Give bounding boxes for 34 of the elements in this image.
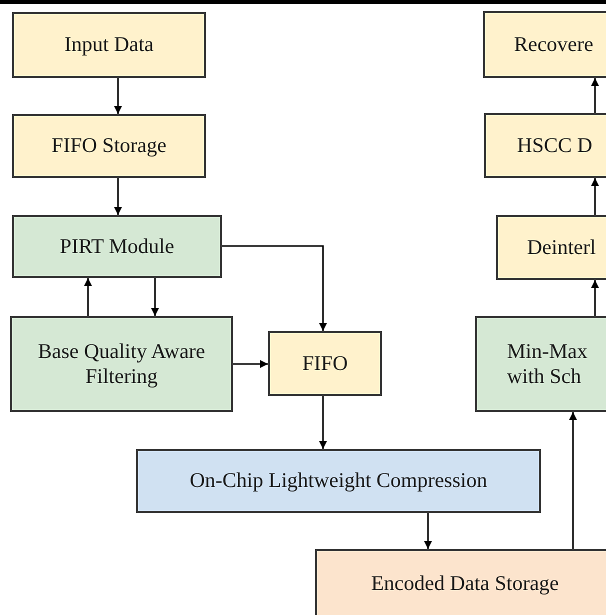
arrow	[569, 412, 577, 549]
process-box	[12, 114, 206, 178]
arrow	[114, 178, 122, 215]
arrow	[114, 78, 122, 114]
box-label: FIFO Storage	[52, 133, 166, 159]
box-label: HSCC D	[517, 132, 592, 158]
arrow	[151, 278, 159, 316]
arrow	[591, 178, 599, 215]
arrow	[319, 396, 327, 449]
process-box	[484, 113, 606, 178]
process-box	[475, 316, 606, 412]
arrow	[222, 245, 327, 331]
process-box	[12, 12, 206, 78]
process-box	[315, 549, 606, 615]
arrow	[591, 280, 599, 316]
arrow	[84, 278, 92, 316]
process-box	[136, 449, 541, 513]
box-label: PIRT Module	[60, 234, 174, 260]
process-box	[496, 215, 606, 280]
box-label: Deinterl	[527, 234, 596, 260]
process-box	[483, 11, 606, 78]
box-label: FIFO	[302, 350, 348, 376]
arrow	[424, 513, 432, 549]
box-label: On-Chip Lightweight Compression	[190, 468, 488, 494]
process-box	[12, 215, 222, 278]
box-label: Min-Max with Sch	[507, 338, 588, 390]
arrow	[591, 78, 599, 113]
box-label: Encoded Data Storage	[371, 571, 559, 597]
arrow	[233, 360, 268, 368]
box-label: Input Data	[64, 32, 154, 58]
box-label: Base Quality Aware Filtering	[36, 338, 206, 390]
process-box	[10, 316, 233, 412]
box-label: Recovere	[514, 32, 594, 58]
process-box	[268, 331, 382, 396]
